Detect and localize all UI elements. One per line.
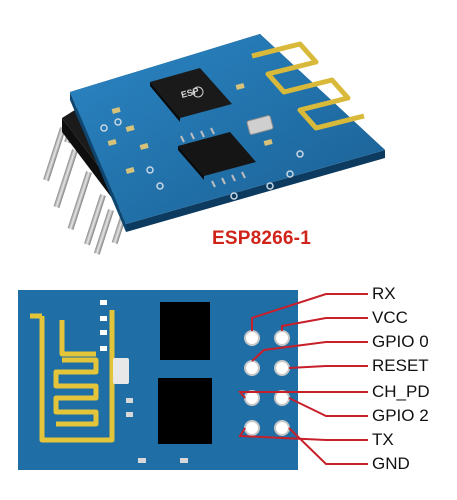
smd-components	[107, 83, 273, 174]
crystal	[246, 115, 274, 135]
module-title: ESP8266-1	[212, 228, 311, 249]
pin-label-tx: TX	[372, 430, 394, 449]
smd-pad	[180, 458, 188, 463]
diagram-antenna-trace	[30, 310, 115, 443]
module-diagram	[18, 290, 368, 470]
module-photo: ESP	[43, 34, 385, 255]
pin-label-gnd: GND	[372, 454, 410, 473]
pcb-antenna-trace	[251, 41, 365, 131]
flash-chip	[178, 127, 256, 188]
pin-label-ch-pd: CH_PD	[372, 382, 430, 401]
pin-label-vcc: VCC	[372, 308, 408, 327]
diagram-esp-chip	[160, 302, 210, 360]
pin-label-gpio0: GPIO 0	[372, 332, 429, 351]
pin-label-reset: RESET	[372, 356, 429, 375]
pcb-board	[70, 34, 385, 224]
smd-pad	[126, 412, 133, 417]
pin-label-rx: RX	[372, 284, 396, 303]
pin-leader-lines	[237, 293, 368, 465]
vias	[100, 118, 304, 200]
pin-label-gpio2: GPIO 2	[372, 406, 429, 425]
smd-pad	[100, 346, 107, 351]
led-block	[113, 358, 129, 384]
smd-pad	[100, 300, 107, 305]
smd-pad	[138, 458, 146, 463]
diagram-flash-chip	[158, 378, 212, 444]
esp-chip: ESP	[150, 68, 232, 122]
smd-pad	[126, 398, 133, 403]
smd-pad	[100, 316, 107, 321]
smd-pad	[100, 330, 107, 335]
